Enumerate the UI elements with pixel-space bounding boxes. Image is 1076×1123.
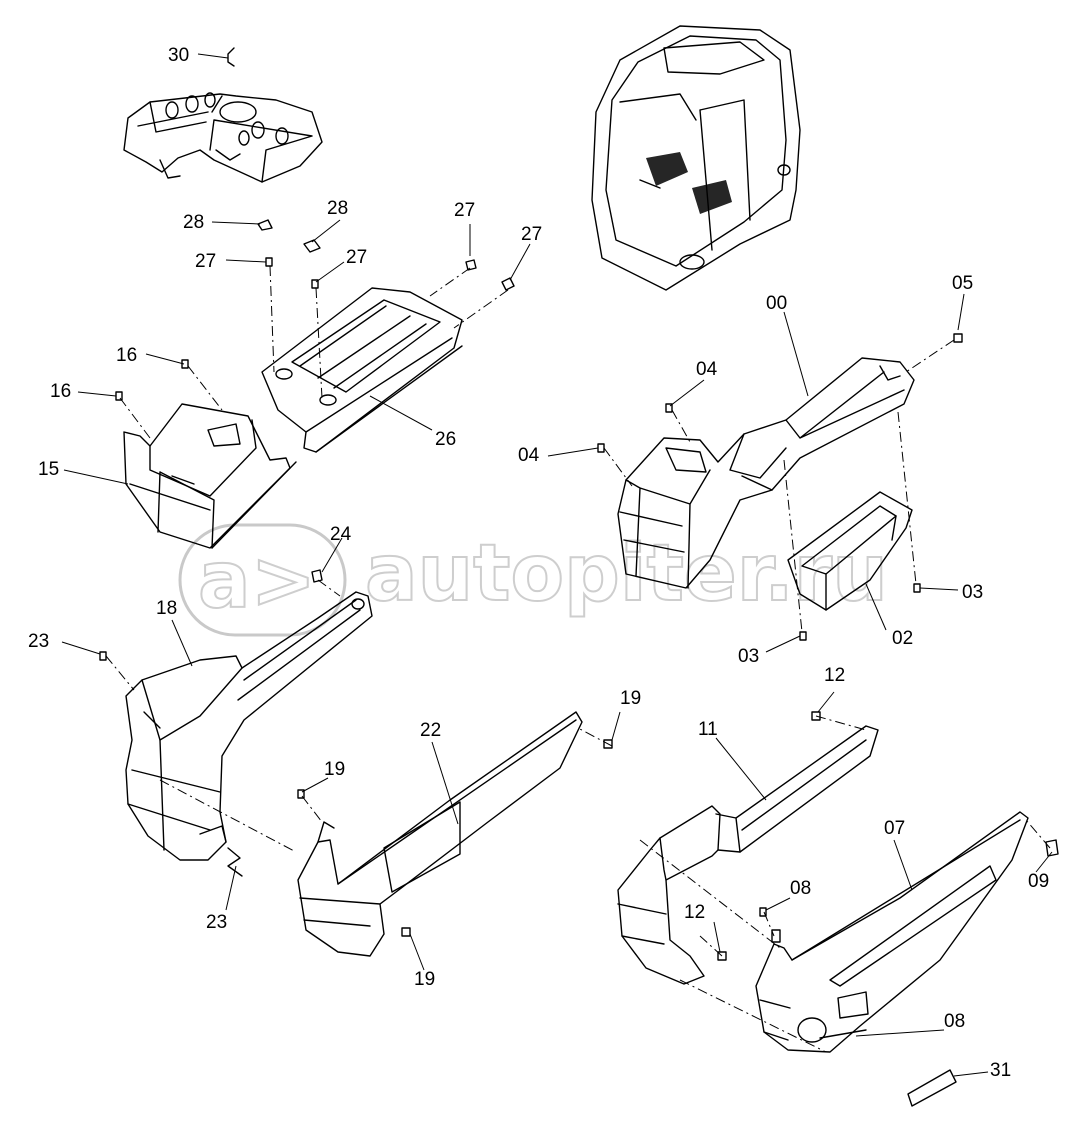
callout-15: 15 [38, 459, 59, 480]
callout-27: 27 [195, 251, 216, 272]
part-15-front-box [123, 403, 297, 549]
callout-31: 31 [990, 1060, 1011, 1081]
callout-09: 09 [1028, 871, 1049, 892]
callout-23: 23 [28, 631, 49, 652]
watermark: a> autopiter.ru [178, 523, 889, 637]
part-28-clip [257, 219, 321, 253]
part-07-right-side-cover [755, 811, 1029, 1053]
part-12-screws [717, 711, 821, 961]
part-23-screws [99, 651, 243, 877]
callout-19: 19 [620, 688, 641, 709]
callout-19: 19 [414, 969, 435, 990]
callout-28: 28 [183, 212, 204, 233]
part-30-instrument-panel [123, 47, 323, 183]
callout-02: 02 [892, 628, 913, 649]
part-03-04-05-screws [597, 333, 963, 641]
part-22-middle-side-cover [297, 711, 583, 957]
callout-19: 19 [324, 759, 345, 780]
callout-00: 00 [766, 293, 787, 314]
callout-12: 12 [684, 902, 705, 923]
callout-05: 05 [952, 273, 973, 294]
callout-30: 30 [168, 45, 189, 66]
callout-18: 18 [156, 598, 177, 619]
callout-04: 04 [518, 445, 540, 466]
leader-lines [61, 53, 1053, 1077]
callout-24: 24 [330, 524, 352, 545]
part-11-right-upper-panel [617, 725, 879, 985]
callout-27: 27 [346, 247, 367, 268]
part-24-screw [311, 569, 323, 583]
callout-07: 07 [884, 818, 905, 839]
callout-08: 08 [944, 1011, 965, 1032]
svg-text:a>: a> [198, 536, 316, 626]
part-31-strip [907, 1069, 957, 1107]
callout-28: 28 [327, 198, 348, 219]
callout-03: 03 [738, 646, 759, 667]
callout-labels: 30 28 28 27 27 27 27 16 16 15 26 00 05 0… [28, 45, 1049, 1081]
callout-23: 23 [206, 912, 227, 933]
part-27-screws [265, 257, 515, 291]
callout-22: 22 [420, 720, 441, 741]
callout-16: 16 [50, 381, 71, 402]
part-26-top-cover [261, 287, 463, 453]
callout-11: 11 [698, 719, 718, 740]
autopiter-logo-icon: a> [178, 523, 347, 637]
callout-12: 12 [824, 665, 845, 686]
part-18-left-side-cover [125, 591, 373, 861]
callout-04: 04 [696, 359, 718, 380]
callout-16: 16 [116, 345, 137, 366]
callout-26: 26 [435, 429, 456, 450]
callout-03: 03 [962, 582, 983, 603]
callout-27: 27 [454, 200, 475, 221]
part-16-screws [115, 359, 189, 401]
part-00-main-console [617, 357, 915, 589]
cab-outline [591, 25, 801, 291]
assembly-lines [105, 265, 1051, 1053]
callout-08: 08 [790, 878, 811, 899]
part-02-tray [787, 491, 913, 611]
callout-27: 27 [521, 224, 542, 245]
